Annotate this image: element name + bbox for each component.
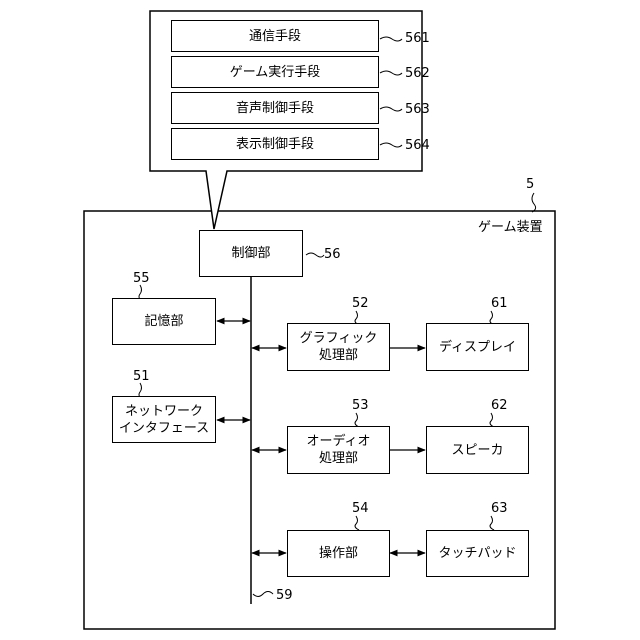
ref-54: 54 <box>352 502 369 516</box>
operation-unit-block: 操作部 <box>287 530 390 577</box>
ref-52: 52 <box>352 297 369 311</box>
graphics-processing-block: グラフィック処理部 <box>287 323 390 371</box>
game-device-title: ゲーム装置 <box>478 216 543 235</box>
callout-item-audio-control: 音声制御手段 <box>171 92 379 124</box>
display-block: ディスプレイ <box>426 323 529 371</box>
callout-item-communication: 通信手段 <box>171 20 379 52</box>
storage-unit-block: 記憶部 <box>112 298 216 345</box>
ref-62: 62 <box>491 399 508 413</box>
ref-63: 63 <box>491 502 508 516</box>
ref-562: 562 <box>405 67 430 81</box>
ref-5: 5 <box>526 178 534 192</box>
ref-53: 53 <box>352 399 369 413</box>
callout-item-game-execution: ゲーム実行手段 <box>171 56 379 88</box>
ref-563: 563 <box>405 103 430 117</box>
network-interface-block: ネットワークインタフェース <box>112 396 216 443</box>
speaker-block: スピーカ <box>426 426 529 474</box>
touchpad-block: タッチパッド <box>426 530 529 577</box>
ref-564: 564 <box>405 139 430 153</box>
ref-59: 59 <box>276 589 293 603</box>
control-unit-block: 制御部 <box>199 230 303 277</box>
ref-51: 51 <box>133 370 150 384</box>
audio-processing-block: オーディオ処理部 <box>287 426 390 474</box>
ref-55: 55 <box>133 272 150 286</box>
ref-561: 561 <box>405 32 430 46</box>
callout-item-display-control: 表示制御手段 <box>171 128 379 160</box>
ref-61: 61 <box>491 297 508 311</box>
ref-56: 56 <box>324 248 341 262</box>
